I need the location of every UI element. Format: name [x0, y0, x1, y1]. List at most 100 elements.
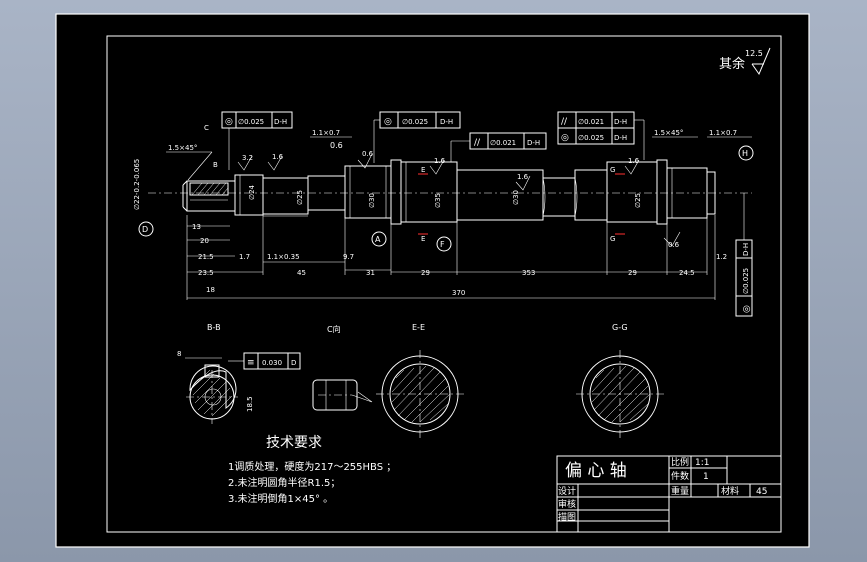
- datum-d-circle: [138, 221, 154, 237]
- view-label-gg: G-G: [612, 323, 628, 332]
- tolerance-frame-3: // ∅0.021 D-H: [450, 132, 547, 162]
- svg-text:F: F: [440, 240, 445, 249]
- svg-text:审核: 审核: [558, 498, 576, 510]
- dim-total-370: 370: [452, 289, 465, 297]
- dimension-lines: [186, 215, 716, 300]
- svg-text:◎: ◎: [742, 305, 752, 313]
- svg-text:1.6: 1.6: [517, 173, 529, 181]
- diameter-labels: ∅22-0.2-0.065 ∅24 ∅25 ∅30 ∅35 ∅30 ∅25: [133, 159, 642, 210]
- svg-text:0.6: 0.6: [330, 141, 343, 150]
- view-label-ee: E-E: [412, 323, 425, 332]
- svg-text:C: C: [204, 124, 209, 132]
- svg-text:∅0.021: ∅0.021: [490, 139, 516, 147]
- dim-d-c: ∅30: [368, 193, 376, 208]
- datum-h-circle: [738, 145, 754, 161]
- svg-text:设计: 设计: [558, 485, 576, 497]
- svg-text:件数: 件数: [671, 470, 689, 482]
- svg-text:1.6: 1.6: [628, 157, 640, 165]
- svg-text:A: A: [375, 235, 381, 244]
- svg-text:重量: 重量: [671, 485, 689, 497]
- svg-text:H: H: [742, 149, 748, 158]
- roughness-mark-icon: [267, 155, 283, 171]
- sheet-border: [55, 13, 810, 548]
- dim-21-5: 21.5: [198, 253, 214, 261]
- svg-text:∅0.025: ∅0.025: [238, 118, 264, 126]
- svg-text:D-H: D-H: [742, 243, 750, 256]
- roughness-value: 12.5: [745, 49, 763, 58]
- dim-d-f: ∅25: [634, 193, 642, 208]
- svg-text:◎: ◎: [561, 133, 569, 143]
- technical-requirements: 技术要求 1调质处理，硬度为217～255HBS ； 2.未注明圆角半径R1.5…: [228, 435, 396, 505]
- tolerance-frame-2: ◎ ∅0.025 D-H: [373, 111, 461, 163]
- view-label-bb: B-B: [207, 323, 221, 332]
- svg-text:E: E: [421, 166, 425, 174]
- dim-13: 13: [192, 223, 201, 231]
- svg-text://: //: [474, 138, 481, 148]
- section-gg: G-G: [576, 323, 664, 438]
- dim-29-left: 29: [421, 269, 430, 277]
- svg-text:0.030: 0.030: [262, 359, 282, 367]
- requirement-1: 1调质处理，硬度为217～255HBS ；: [228, 460, 396, 473]
- svg-text:1.6: 1.6: [434, 157, 446, 165]
- svg-text:B: B: [213, 161, 218, 169]
- svg-text:∅0.025: ∅0.025: [402, 118, 428, 126]
- svg-text:D-H: D-H: [527, 139, 540, 147]
- dim-end-diameter: ∅22-0.2-0.065: [133, 159, 141, 210]
- title-block: 偏 心 轴 比例 1:1 件数 1 重量 材料 45 设计 审核 描图: [556, 455, 782, 533]
- svg-text://: //: [561, 117, 568, 127]
- dim-18: 18: [206, 286, 215, 294]
- material-value: 45: [756, 487, 767, 497]
- shaft-outline: [182, 159, 716, 225]
- part-name: 偏 心 轴: [565, 461, 627, 481]
- roughness-label: 其余: [719, 56, 745, 72]
- requirement-2: 2.未注明圆角半径R1.5；: [228, 476, 340, 489]
- roughness-marks: 3.2 1.6 0.6 1.6 1.6 1.6 0.6 0.6: [237, 141, 681, 249]
- svg-text:描图: 描图: [558, 511, 576, 523]
- dim-1-7: 1.7: [239, 253, 250, 261]
- svg-text:G: G: [610, 166, 615, 174]
- roughness-mark-icon: [237, 155, 253, 171]
- svg-text:G: G: [610, 235, 615, 243]
- chamfer-c2: 1.1×0.7: [709, 129, 737, 137]
- dim-groove: 1.1×0.35: [267, 253, 300, 261]
- section-ee: E-E: [376, 323, 464, 438]
- svg-text:D-H: D-H: [614, 118, 627, 126]
- dim-20: 20: [200, 237, 209, 245]
- dim-1-2: 1.2: [716, 253, 727, 261]
- svg-text:∅0.021: ∅0.021: [578, 118, 604, 126]
- svg-text:◎: ◎: [225, 117, 233, 127]
- tolerance-frame-7: D-H ∅0.025 ◎: [735, 193, 753, 317]
- dim-9-7: 9.7: [343, 253, 354, 261]
- view-c: C向: [312, 324, 373, 411]
- section-bb: B-B 8 18.5 ≡ 0.030 D: [177, 323, 301, 424]
- svg-text:E: E: [421, 235, 425, 243]
- requirement-3: 3.未注明倒角1×45° 。: [228, 492, 333, 505]
- datum-markers: D A F H: [138, 145, 754, 252]
- dim-31: 31: [366, 269, 375, 277]
- dim-d-e: ∅30: [512, 190, 520, 205]
- svg-text:∅0.025: ∅0.025: [742, 268, 750, 294]
- svg-text:D: D: [142, 225, 148, 234]
- inner-frame: [106, 35, 782, 533]
- roughness-mark-icon: [515, 175, 531, 191]
- section-markers: C B E E G G: [204, 124, 625, 243]
- dim-d-a: ∅24: [248, 184, 256, 200]
- tolerance-frame-1: ◎ ∅0.025 D-H: [221, 111, 293, 170]
- dim-353: 353: [522, 269, 535, 277]
- svg-text:◎: ◎: [384, 117, 392, 127]
- dim-23-5: 23.5: [198, 269, 214, 277]
- svg-text:D-H: D-H: [274, 118, 287, 126]
- datum-f-circle: [436, 236, 452, 252]
- roughness-mark-icon: [357, 153, 373, 169]
- dim-d-b: ∅25: [296, 190, 304, 205]
- tolerance-frame-5: ◎ ∅0.025 D-H: [557, 119, 645, 160]
- svg-text:∅0.025: ∅0.025: [578, 134, 604, 142]
- dim-sec-b: 8: [177, 350, 181, 358]
- roughness-mark-icon: [624, 159, 640, 175]
- svg-text:D-H: D-H: [440, 118, 453, 126]
- svg-text:材料: 材料: [721, 485, 739, 497]
- svg-text:0.6: 0.6: [668, 241, 680, 249]
- datum-a-circle: [371, 231, 387, 247]
